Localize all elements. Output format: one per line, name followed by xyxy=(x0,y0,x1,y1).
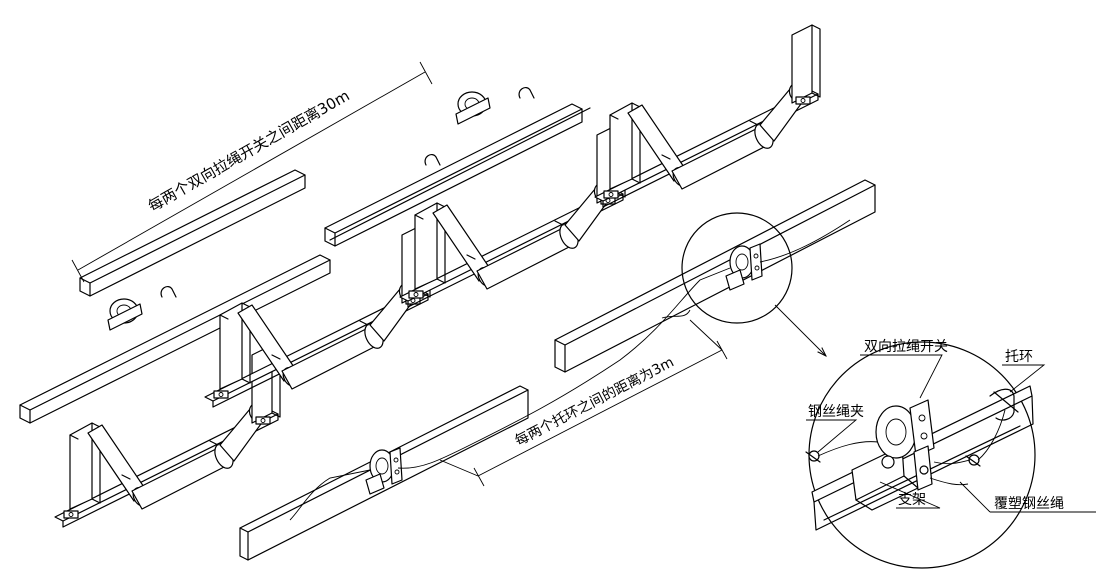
dimension-ring-spacing: 每两个托环之间的距离为3m xyxy=(439,319,728,487)
back-rail xyxy=(79,103,583,297)
callout-bracket: 支架 xyxy=(898,492,926,508)
callout-ring: 托环 xyxy=(1005,349,1033,365)
switch-back-left xyxy=(107,298,143,331)
wire-clamp-left xyxy=(805,450,821,463)
ring-enlarged xyxy=(989,388,1019,421)
switch-enlarged xyxy=(875,399,935,491)
ring-spacing-label: 每两个托环之间的距离为3m xyxy=(512,353,677,449)
detail-view: 双向拉绳开关 托环 钢丝绳夹 支架 覆塑钢丝绳 xyxy=(805,339,1096,569)
conveyor-structure xyxy=(19,24,876,561)
callout-coated-wire: 覆塑钢丝绳 xyxy=(994,496,1064,512)
dimension-switch-spacing: 每两个双向拉绳开关之间距离30m xyxy=(71,61,433,283)
callout-wire-clamp: 钢丝绳夹 xyxy=(808,404,864,420)
switch-back-right xyxy=(455,91,491,125)
idler-station-2 xyxy=(204,224,431,408)
callout-switch: 双向拉绳开关 xyxy=(864,339,948,355)
detail-source-circle xyxy=(681,212,793,324)
switch-front-left xyxy=(365,447,403,495)
coated-wire-rope xyxy=(160,86,851,521)
idler-station-4 xyxy=(594,24,821,208)
idler-station-3 xyxy=(399,124,626,308)
